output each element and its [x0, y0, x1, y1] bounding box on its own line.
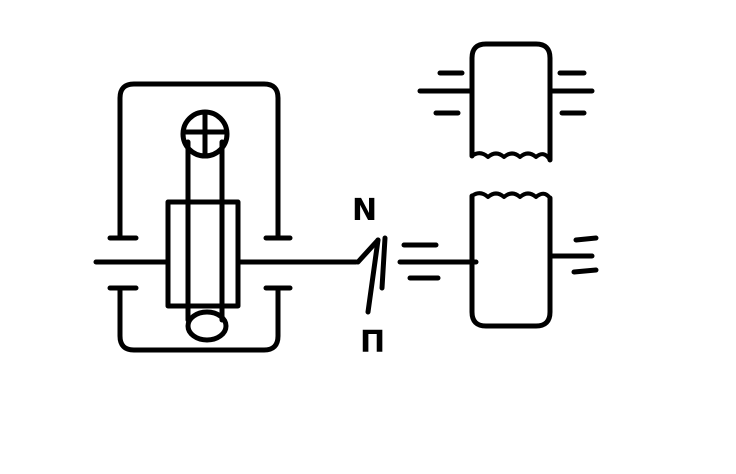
upper-body-outline — [469, 41, 553, 163]
switch-upper-stroke — [355, 237, 381, 265]
lower-right-body — [469, 191, 599, 329]
label-p: П — [360, 325, 385, 360]
top-wheel — [180, 109, 230, 159]
lower-body-outline — [469, 193, 553, 329]
housing-upper-bracket — [117, 81, 281, 241]
left-housing — [107, 81, 293, 353]
lower-body-torn-edge — [470, 191, 552, 200]
label-n: N — [352, 193, 377, 228]
sleeve-block — [165, 199, 241, 309]
upper-body-torn-edge — [470, 151, 552, 162]
upper-right-body — [417, 41, 595, 163]
switch-element: N П — [352, 193, 388, 360]
switch-diagonal — [365, 237, 381, 315]
lower-body-right-upper-mark — [573, 235, 599, 243]
housing-lower-bracket — [117, 285, 281, 353]
lower-body-right-lower-mark — [571, 267, 599, 275]
bottom-roller — [185, 309, 229, 343]
switch-vertical — [379, 235, 388, 291]
